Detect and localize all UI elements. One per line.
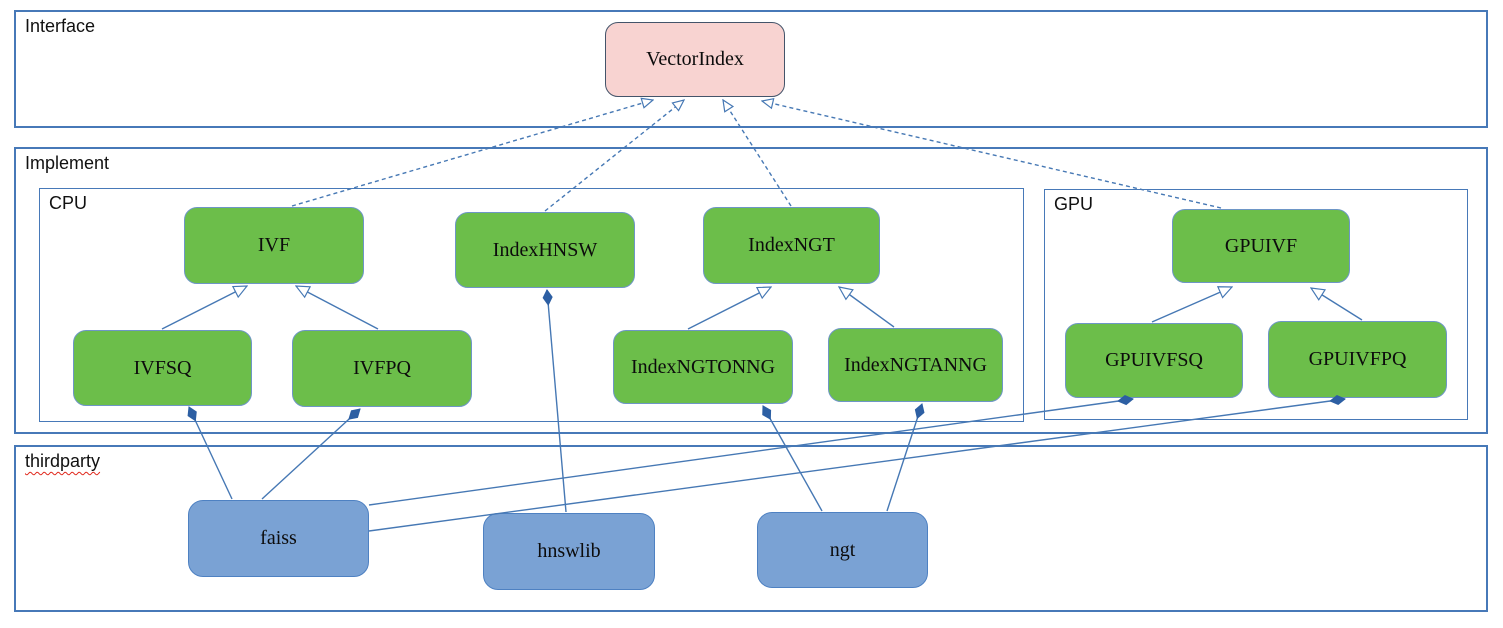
node-indexhnsw: IndexHNSW	[455, 212, 635, 288]
section-thirdparty-label: thirdparty	[25, 451, 101, 471]
node-ivfsq: IVFSQ	[73, 330, 252, 406]
node-ivfpq-label: IVFPQ	[353, 357, 411, 379]
node-ngt: ngt	[757, 512, 928, 588]
section-implement-label: Implement	[25, 153, 110, 173]
node-gpuivf: GPUIVF	[1172, 209, 1350, 283]
node-gpuivfsq-label: GPUIVFSQ	[1105, 349, 1203, 371]
node-indexngtanng-label: IndexNGTANNG	[844, 353, 987, 376]
section-cpu-label: CPU	[49, 193, 88, 213]
node-ivf-label: IVF	[257, 234, 291, 256]
node-hnswlib-label: hnswlib	[537, 540, 601, 562]
node-indexngtonng-label: IndexNGTONNG	[630, 355, 776, 378]
node-ivfpq: IVFPQ	[292, 330, 472, 407]
section-interface-label: Interface	[25, 16, 96, 36]
node-indexngtonng: IndexNGTONNG	[613, 330, 793, 404]
node-ngt-label: ngt	[829, 538, 856, 561]
node-gpuivf-label: GPUIVF	[1224, 234, 1298, 257]
node-ivfsq-label: IVFSQ	[133, 356, 192, 379]
node-indexhnsw-label: IndexHNSW	[492, 238, 598, 261]
node-indexngt-label: IndexNGT	[748, 234, 835, 256]
node-gpuivfpq: GPUIVFPQ	[1268, 321, 1447, 398]
node-gpuivfpq-label: GPUIVFPQ	[1308, 348, 1407, 370]
node-gpuivfsq: GPUIVFSQ	[1065, 323, 1243, 398]
node-vectorindex: VectorIndex	[605, 22, 785, 97]
node-hnswlib: hnswlib	[483, 513, 655, 590]
node-indexngt: IndexNGT	[703, 207, 880, 284]
node-ivf: IVF	[184, 207, 364, 284]
node-faiss-label: faiss	[260, 527, 297, 549]
node-indexngtanng: IndexNGTANNG	[828, 328, 1003, 402]
node-faiss: faiss	[188, 500, 369, 577]
node-vectorindex-label: VectorIndex	[646, 48, 744, 70]
